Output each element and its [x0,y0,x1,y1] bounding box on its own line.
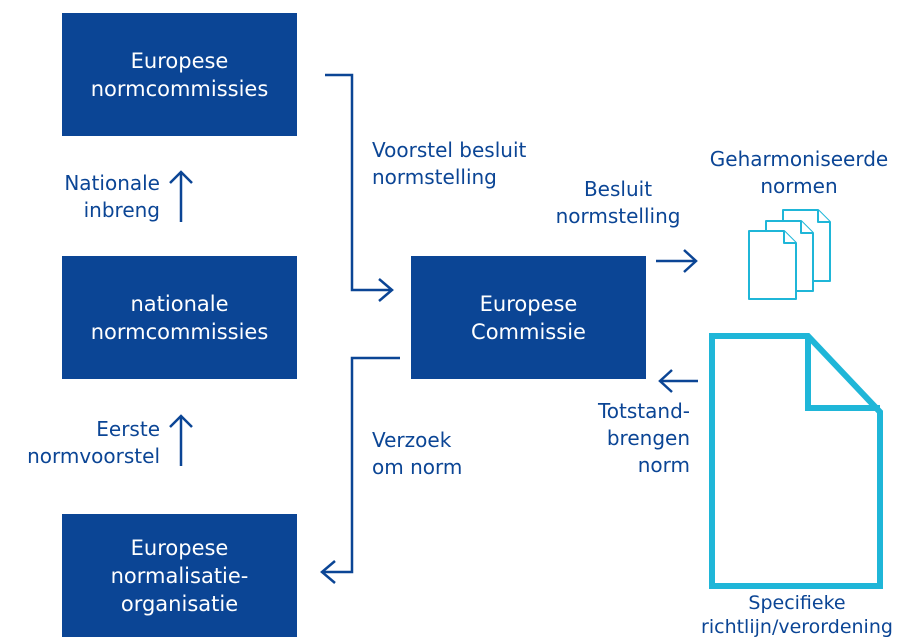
box-label: Europese [479,291,578,316]
label-nationale-inbreng: Nationale inbreng [64,171,160,222]
arrow-right-icon [656,249,698,273]
label-voorstel-besluit-normstelling: Voorstel besluit normstelling [372,138,527,189]
label-totstandbrengen-norm: Totstand- brengen norm [597,399,690,477]
label-geharmoniseerde-normen: Geharmoniseerde normen [709,147,889,198]
arrow-left-icon [658,369,698,393]
label-specifieke-richtlijn: Specifieke richtlijn/verordening [701,592,893,638]
nationale-normcommissies-box: nationale normcommissies [62,256,297,379]
label-besluit-normstelling: Besluit normstelling [555,177,681,228]
document-icon [709,333,883,589]
box-label: Commissie [471,319,586,344]
box-label: Europese [130,535,229,560]
arrow-up-icon [169,170,193,222]
europese-commissie-box: Europese Commissie [411,256,646,379]
label-eerste-normvoorstel: Eerste normvoorstel [27,417,160,468]
box-label: normalisatie- [110,563,249,588]
box-label: nationale [130,291,229,316]
europese-normalisatie-organisatie-box: Europese normalisatie- organisatie [62,514,297,637]
arrow-up-icon [169,414,193,466]
box-label: organisatie [120,591,239,616]
box-label: normcommissies [90,76,269,101]
box-label: normcommissies [90,319,269,344]
label-verzoek-om-norm: Verzoek om norm [372,428,463,479]
box-label: Europese [130,48,229,73]
europese-normcommissies-box: Europese normcommissies [62,13,297,136]
documents-stack-icon [748,209,831,300]
connector-voorstel-arrow [325,73,394,302]
connector-verzoek-arrow [320,356,400,584]
